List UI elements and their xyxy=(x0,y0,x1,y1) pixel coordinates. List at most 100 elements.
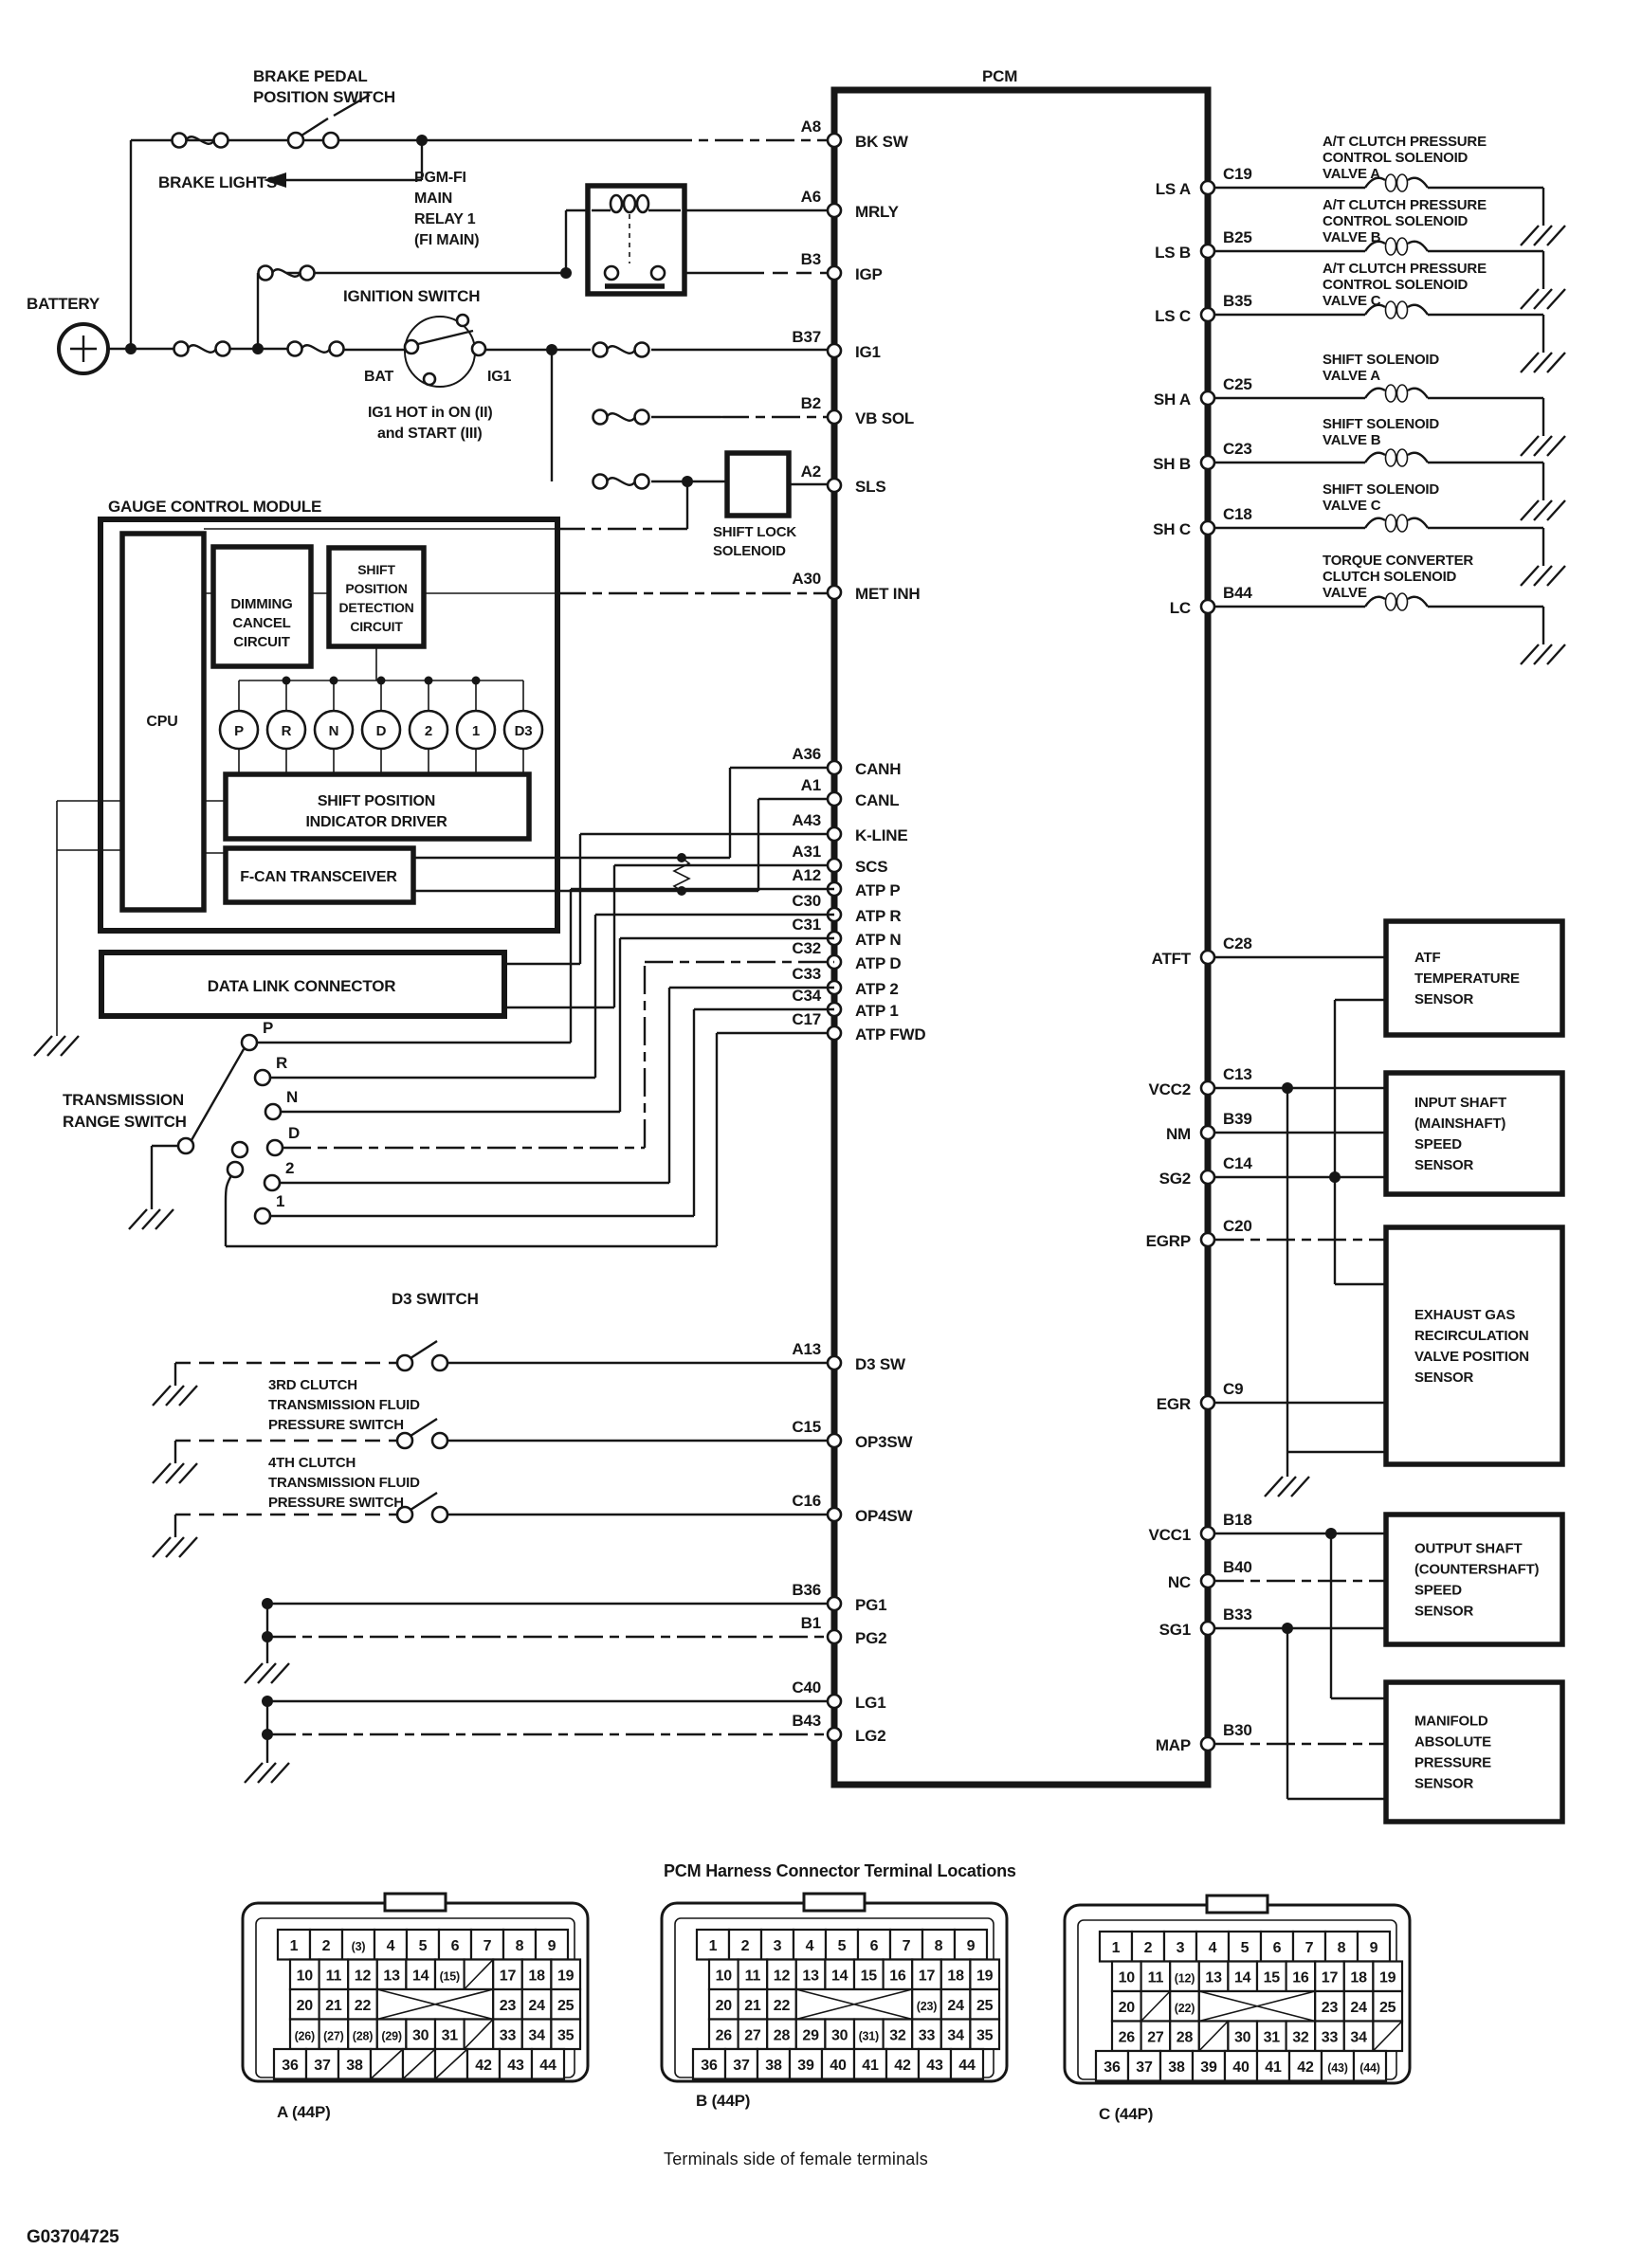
terminal-cell xyxy=(498,2047,534,2080)
terminal-number: 37 xyxy=(1136,2059,1153,2076)
terminal-number: 23 xyxy=(1322,2000,1339,2016)
pcm-left-pin-PG1 xyxy=(826,1595,843,1612)
pin-code: C9 xyxy=(1223,1380,1243,1398)
spdc-label-1: SHIFT xyxy=(357,562,395,577)
pin-code: C30 xyxy=(792,892,821,910)
gear-lamp-N xyxy=(313,709,355,751)
terminal-number: 26 xyxy=(716,2027,733,2043)
terminal-number: 16 xyxy=(1292,1969,1309,1986)
pcm-right-pin-NC xyxy=(1199,1572,1216,1589)
sensor-label: OUTPUT SHAFT xyxy=(1414,1541,1522,1557)
terminal-number: 11 xyxy=(745,1968,761,1984)
battery-label: BATTERY xyxy=(27,295,100,313)
terminal-number: 12 xyxy=(355,1968,372,1984)
pin-code: A31 xyxy=(792,843,821,861)
terminal-number: 9 xyxy=(548,1938,556,1954)
gear-lamp-D xyxy=(360,709,402,751)
terminal-number: 24 xyxy=(528,1998,545,2014)
terminal-number: (26) xyxy=(295,2029,315,2042)
terminal-number: 11 xyxy=(326,1968,342,1984)
op4-label-1: 4TH CLUTCH xyxy=(268,1455,356,1471)
pcm-right-pin-LS C xyxy=(1199,306,1216,323)
terminal-cell xyxy=(1191,2049,1227,2082)
terminal-number: 5 xyxy=(838,1938,847,1954)
ground-icon xyxy=(1519,224,1567,247)
pin-name: SG1 xyxy=(1159,1621,1191,1639)
terminal-cell xyxy=(550,1958,582,1991)
pcm-left-pin-K-LINE xyxy=(826,826,843,843)
sensor-box xyxy=(1383,1512,1565,1647)
terminal-number: 8 xyxy=(1338,1940,1346,1956)
pin-code: C14 xyxy=(1223,1154,1252,1172)
terminal-number: 32 xyxy=(889,2027,906,2043)
solenoid-label: TORQUE CONVERTER xyxy=(1323,553,1473,569)
solenoid-label: CONTROL SOLENOID xyxy=(1323,277,1469,293)
shift-lock-label-1: SHIFT LOCK xyxy=(713,524,796,540)
pin-name: PG1 xyxy=(855,1596,886,1614)
terminal-number: 2 xyxy=(1144,1940,1153,1956)
ground-icons xyxy=(32,1034,1311,1785)
dimming-label-1: DIMMING xyxy=(230,596,292,612)
range-contact-label: D xyxy=(288,1124,300,1142)
sensor-label: MANIFOLD xyxy=(1414,1714,1488,1730)
gauge-module-label: GAUGE CONTROL MODULE xyxy=(108,498,321,516)
sensor-label: ABSOLUTE xyxy=(1414,1734,1491,1751)
sensor-label: SENSOR xyxy=(1414,1157,1474,1173)
terminal-cell xyxy=(534,1928,570,1961)
range-contact-label: 2 xyxy=(285,1159,294,1177)
sensor-label: (MAINSHAFT) xyxy=(1414,1116,1505,1132)
terminal-cell xyxy=(949,2047,985,2080)
pin-name: EGRP xyxy=(1146,1232,1191,1250)
terminal-number: (3) xyxy=(352,1940,366,1953)
terminal-number: 6 xyxy=(451,1938,460,1954)
terminal-number: 11 xyxy=(1148,1969,1164,1986)
pin-name: MRLY xyxy=(855,203,900,221)
pin-name: ATP D xyxy=(855,954,901,972)
terminal-number: 18 xyxy=(1350,1969,1367,1986)
pin-code: B40 xyxy=(1223,1558,1252,1576)
terminal-number: 27 xyxy=(1147,2029,1164,2045)
pcm-right-pin-NM xyxy=(1199,1124,1216,1141)
terminal-number: 42 xyxy=(1297,2059,1314,2076)
terminal-number: 20 xyxy=(1119,2000,1136,2016)
ig1-label: IG1 xyxy=(487,369,511,385)
terminal-number: 17 xyxy=(500,1968,517,1984)
wires-right xyxy=(1215,955,1386,1801)
pin-code: B3 xyxy=(801,250,821,268)
terminal-number: 1 xyxy=(1112,1940,1121,1956)
shift-lock-solenoid-box xyxy=(724,450,792,518)
terminal-cell xyxy=(492,2018,523,2051)
data-link-connector-box xyxy=(99,950,507,1019)
terminal-number: 2 xyxy=(741,1938,750,1954)
pin-name: LG1 xyxy=(855,1694,885,1712)
terminal-number: 14 xyxy=(1234,1969,1251,1986)
terminal-number: 20 xyxy=(716,1998,733,2014)
sensor-box xyxy=(1383,1679,1565,1824)
ground-icon xyxy=(1519,564,1567,588)
op4-label-2: TRANSMISSION FLUID xyxy=(268,1475,420,1491)
ground-icon xyxy=(1519,287,1567,311)
range-contact-1 xyxy=(253,1207,272,1225)
terminal-number: 29 xyxy=(802,2027,819,2043)
terminal-cell xyxy=(940,1958,972,1991)
terminal-number: 22 xyxy=(774,1998,791,2014)
terminal-number: 17 xyxy=(1322,1969,1339,1986)
pin-code: B36 xyxy=(792,1581,821,1599)
pin-name: LG2 xyxy=(855,1727,885,1745)
pin-code: C16 xyxy=(792,1492,821,1510)
pcm-right-pin-ATFT xyxy=(1199,949,1216,966)
terminal-number: 36 xyxy=(701,2058,718,2074)
terminal-number: 30 xyxy=(412,2027,429,2043)
terminal-cell xyxy=(550,1987,582,2021)
ground-icon xyxy=(1519,434,1567,458)
pin-code: C20 xyxy=(1223,1217,1252,1235)
terminal-number: 37 xyxy=(314,2058,331,2074)
terminal-number: 44 xyxy=(958,2058,976,2074)
terminal-number: 13 xyxy=(1205,1969,1222,1986)
terminal-number: 44 xyxy=(539,2058,556,2074)
pin-code: B37 xyxy=(792,328,821,346)
range-contact-label: N xyxy=(286,1088,298,1106)
sensor-label: ATF xyxy=(1414,950,1440,966)
